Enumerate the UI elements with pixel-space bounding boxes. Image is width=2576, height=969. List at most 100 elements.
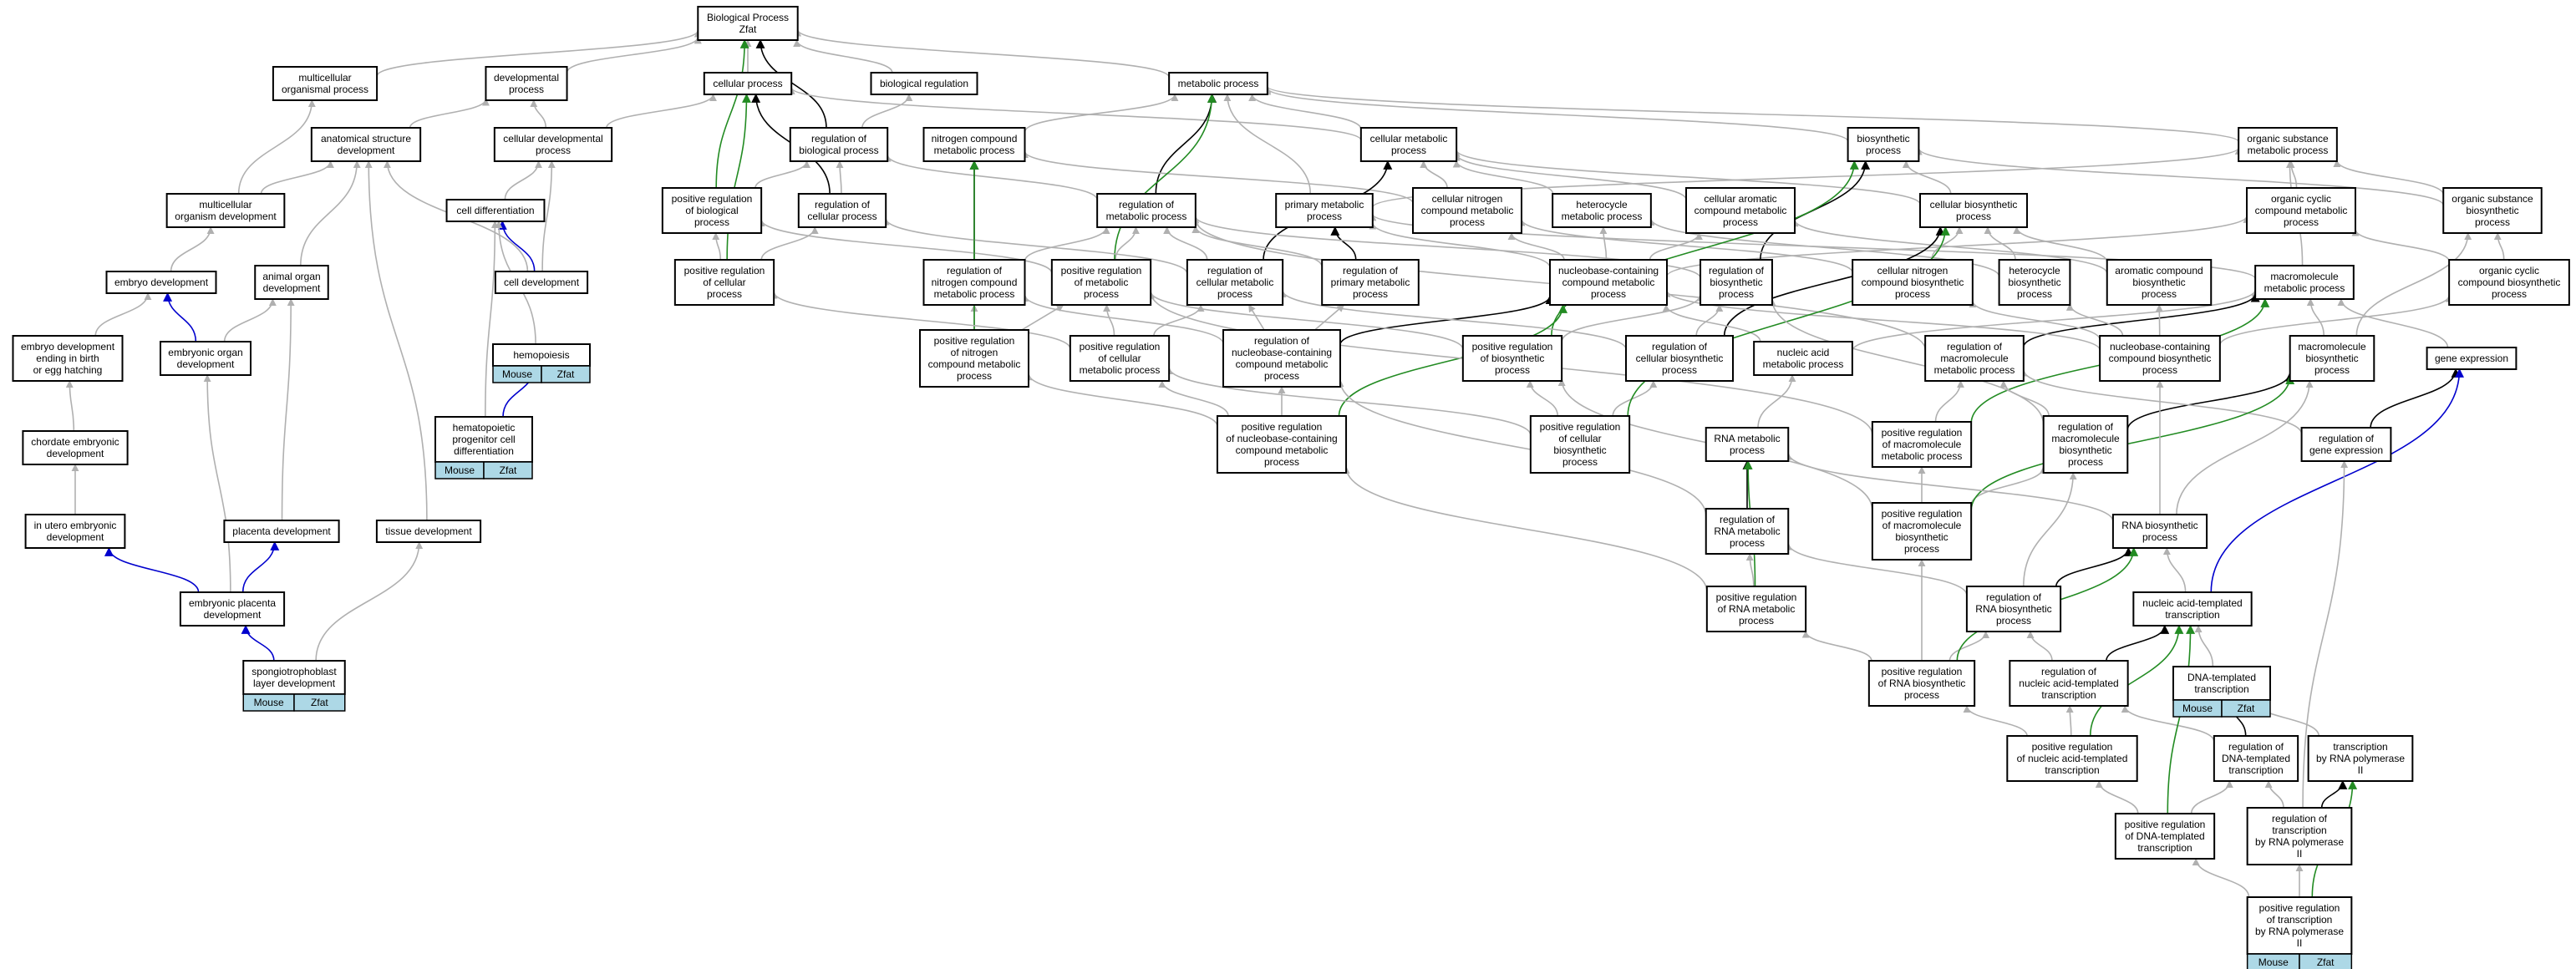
species-badge-zfat[interactable] xyxy=(2299,953,2353,969)
node-box[interactable] xyxy=(1919,193,2028,228)
node-box[interactable] xyxy=(2042,415,2129,474)
node-box[interactable] xyxy=(2289,335,2375,382)
node-box[interactable] xyxy=(1321,259,1420,306)
node-box[interactable] xyxy=(919,329,1029,388)
node-box[interactable] xyxy=(1222,329,1341,388)
node-box[interactable] xyxy=(1050,259,1152,306)
node-box[interactable] xyxy=(1871,421,1973,468)
node-box[interactable] xyxy=(1552,193,1652,228)
node-box[interactable] xyxy=(105,271,217,294)
node-box[interactable] xyxy=(1186,259,1284,306)
node-box[interactable] xyxy=(2300,427,2392,462)
node-box[interactable] xyxy=(223,520,340,543)
node-box[interactable] xyxy=(2172,666,2271,701)
node-box[interactable] xyxy=(310,127,422,162)
node-box[interactable] xyxy=(661,187,763,234)
node-box[interactable] xyxy=(165,193,286,228)
node-box[interactable] xyxy=(703,72,793,95)
node-box[interactable] xyxy=(485,66,568,101)
node-box[interactable] xyxy=(493,127,613,162)
go-term-node-cp[interactable]: cellular process xyxy=(703,72,793,95)
node-box[interactable] xyxy=(242,660,346,695)
node-box[interactable] xyxy=(2246,807,2353,865)
node-box[interactable] xyxy=(2132,591,2253,627)
node-box[interactable] xyxy=(1867,660,1976,707)
node-box[interactable] xyxy=(2106,259,2213,306)
node-box[interactable] xyxy=(1852,259,1974,306)
node-box[interactable] xyxy=(1461,335,1563,382)
node-box[interactable] xyxy=(272,66,379,101)
node-box[interactable] xyxy=(789,127,889,162)
node-box[interactable] xyxy=(1965,586,2062,632)
node-box[interactable] xyxy=(1924,335,2025,382)
go-term-node-br[interactable]: biological regulation xyxy=(870,72,978,95)
node-box[interactable] xyxy=(697,6,799,41)
node-box[interactable] xyxy=(2099,335,2221,382)
node-box[interactable] xyxy=(2006,735,2138,782)
node-box[interactable] xyxy=(24,514,126,549)
node-box[interactable] xyxy=(1529,415,1631,474)
go-term-node-cd[interactable]: cell differentiation xyxy=(445,199,546,222)
species-badge-zfat[interactable] xyxy=(2221,699,2271,718)
node-box[interactable] xyxy=(870,72,978,95)
go-term-node-ge[interactable]: gene expression xyxy=(2426,347,2518,370)
node-box[interactable] xyxy=(1705,508,1790,555)
node-box[interactable] xyxy=(2448,259,2570,306)
node-box[interactable] xyxy=(1275,193,1374,228)
node-box[interactable] xyxy=(1412,187,1522,234)
node-box[interactable] xyxy=(1069,335,1171,382)
node-box[interactable] xyxy=(1753,341,1853,376)
node-box[interactable] xyxy=(922,259,1026,306)
node-box[interactable] xyxy=(2254,265,2355,300)
node-box[interactable] xyxy=(494,271,589,294)
node-box[interactable] xyxy=(2426,347,2518,370)
node-box[interactable] xyxy=(22,430,129,465)
go-term-node-metp[interactable]: metabolic process xyxy=(1168,72,1268,95)
node-box[interactable] xyxy=(445,199,546,222)
node-box[interactable] xyxy=(1700,259,1773,306)
go-term-node-pd[interactable]: placenta development xyxy=(223,520,340,543)
node-box[interactable] xyxy=(12,335,124,382)
node-box[interactable] xyxy=(434,416,533,463)
